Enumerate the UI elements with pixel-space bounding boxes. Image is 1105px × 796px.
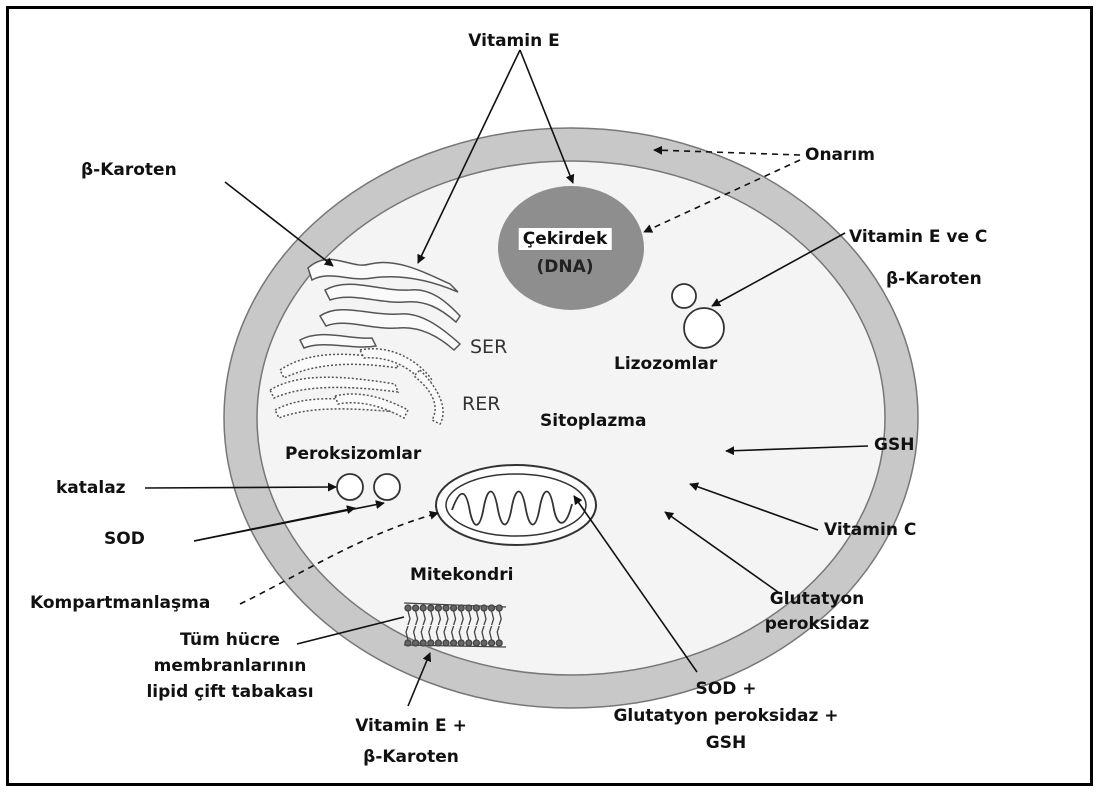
label-sitoplazma: Sitoplazma	[540, 412, 646, 431]
lipid-head	[428, 605, 434, 611]
label-sod-left: SOD	[104, 530, 145, 549]
label-vitamin-c: Vitamin C	[824, 521, 916, 540]
lipid-head	[496, 605, 502, 611]
lysosome-small	[672, 284, 696, 308]
lipid-head	[443, 605, 449, 611]
lipid-head	[420, 640, 426, 646]
lipid-head	[428, 640, 434, 646]
peroxisome-2	[374, 474, 400, 500]
label-vitamin-e-plus-1: Vitamin E +	[355, 717, 467, 736]
label-gsh-right: GSH	[874, 436, 914, 455]
lipid-head	[473, 640, 479, 646]
lipid-head	[458, 605, 464, 611]
lipid-head	[413, 605, 419, 611]
label-cekirdek: Çekirdek	[519, 228, 612, 250]
lipid-head	[458, 640, 464, 646]
lipid-head	[496, 640, 502, 646]
label-kompartmanlasma: Kompartmanlaşma	[30, 594, 210, 613]
label-lizozomlar: Lizozomlar	[614, 355, 717, 374]
label-beta-karoten-left: β-Karoten	[81, 161, 177, 180]
label-glutatyon-peroksidaz-2: peroksidaz	[765, 615, 870, 634]
label-sod-plus-3: GSH	[706, 734, 746, 753]
peroxisome-1	[337, 474, 363, 500]
label-vitamin-e-ve-c: Vitamin E ve C	[849, 228, 987, 247]
label-vitamin-e-plus-2: β-Karoten	[363, 748, 459, 767]
label-vitamin-e-top: Vitamin E	[468, 32, 559, 51]
label-dna: (DNA)	[536, 257, 593, 277]
lipid-head	[413, 640, 419, 646]
mitochondrion	[436, 465, 596, 545]
lipid-head	[466, 605, 472, 611]
lipid-head	[481, 640, 487, 646]
lipid-head	[489, 605, 495, 611]
lipid-head	[405, 605, 411, 611]
label-peroksizomlar: Peroksizomlar	[285, 445, 421, 464]
label-beta-karoten-right: β-Karoten	[886, 270, 982, 289]
lysosome-large	[684, 308, 724, 348]
lipid-head	[405, 640, 411, 646]
lipid-head	[443, 640, 449, 646]
lipid-head	[481, 605, 487, 611]
label-onarim: Onarım	[805, 146, 875, 165]
arrow-katalaz	[145, 487, 336, 488]
label-katalaz: katalaz	[56, 479, 126, 498]
lipid-head	[451, 640, 457, 646]
label-sod-plus-1: SOD +	[696, 680, 757, 699]
lipid-head	[420, 605, 426, 611]
lipid-head	[466, 640, 472, 646]
label-tum-hucre-2: membranlarının	[154, 657, 307, 676]
label-mitekondri: Mitekondri	[410, 566, 513, 585]
lipid-head	[435, 640, 441, 646]
lipid-head	[435, 605, 441, 611]
label-tum-hucre-1: Tüm hücre	[180, 631, 280, 650]
label-rer: RER	[462, 393, 500, 415]
lipid-head	[451, 605, 457, 611]
label-sod-plus-2: Glutatyon peroksidaz +	[613, 707, 838, 726]
lipid-head	[473, 605, 479, 611]
label-tum-hucre-3: lipid çift tabakası	[146, 683, 313, 702]
label-glutatyon-peroksidaz-1: Glutatyon	[770, 590, 864, 609]
lipid-head	[489, 640, 495, 646]
label-ser: SER	[470, 336, 507, 358]
